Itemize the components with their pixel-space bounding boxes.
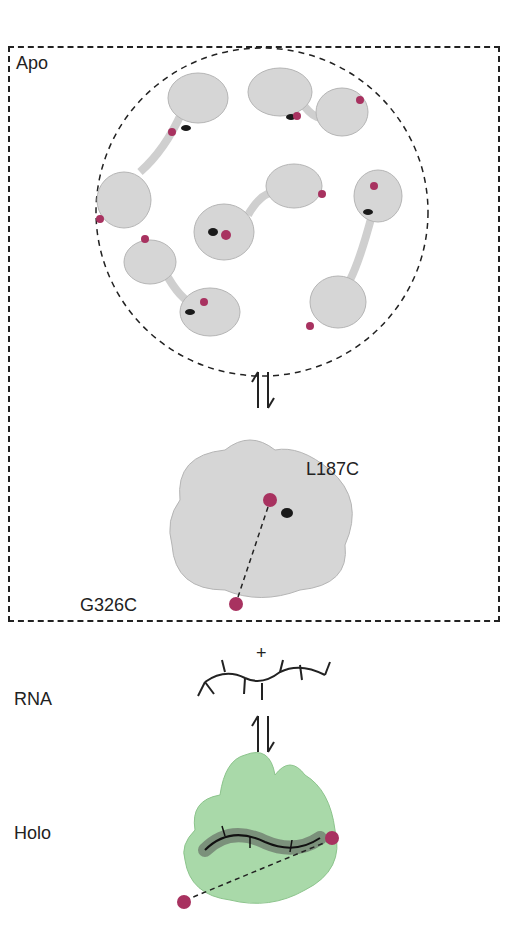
equilibrium-arrows [252,372,274,408]
ensemble-circle [96,48,428,376]
state-label: Holo [14,822,51,844]
apo-conformers [97,68,402,598]
region-heading: Apo [16,52,48,74]
charge-symbol: + [256,642,267,664]
equilibrium-arrows [252,716,274,752]
fluorophore-dot [96,96,378,611]
state-label: RNA [14,688,52,710]
rna-strand [198,660,330,700]
region-box: Apo [8,46,500,622]
holo-protein [177,753,339,910]
binding-site [181,114,373,518]
residue-label: L187C [306,458,359,480]
fret-distance [238,507,268,597]
residue-label: G326C [80,594,137,616]
